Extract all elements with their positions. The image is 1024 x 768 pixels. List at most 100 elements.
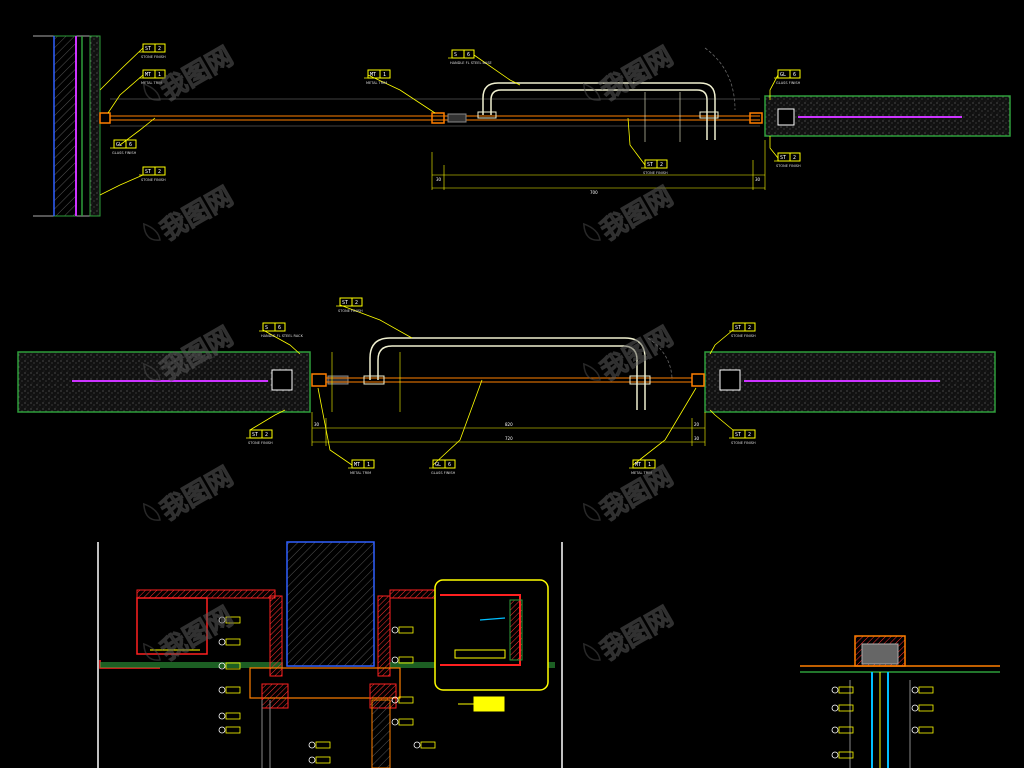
watermark: 我图网 bbox=[582, 601, 679, 667]
tag-code: GL bbox=[780, 72, 786, 78]
watermark-text: 我图网 bbox=[156, 462, 239, 527]
tag-note: METAL TRIM bbox=[631, 471, 652, 475]
dim2-right: 20 bbox=[694, 422, 700, 427]
tag-note: GLASS FINISH bbox=[112, 151, 137, 155]
tag-note: STONE FINISH bbox=[141, 178, 166, 182]
left-wall-section bbox=[33, 35, 101, 217]
small-callout-marker bbox=[831, 726, 854, 734]
tag-code: ST bbox=[735, 325, 741, 331]
dim-label-center: 700 bbox=[590, 190, 598, 195]
tag-code: GL bbox=[116, 142, 122, 148]
right-wall-2 bbox=[704, 351, 996, 413]
tag-number: 2 bbox=[158, 46, 161, 52]
small-callout-marker bbox=[911, 726, 934, 734]
small-callout-marker bbox=[911, 686, 934, 694]
small-callout-marker bbox=[911, 704, 934, 712]
dim2-total: 720 bbox=[505, 436, 513, 441]
tag-number: 6 bbox=[278, 325, 281, 331]
tag-note: STONE FINISH bbox=[141, 55, 166, 59]
watermark-layer: 我图网我图网我图网我图网我图网我图网我图网我图网我图网我图网 bbox=[142, 41, 679, 667]
watermark: 我图网 bbox=[582, 461, 679, 527]
small-callout-marker bbox=[391, 718, 414, 726]
door-glass-panel bbox=[99, 98, 763, 127]
tag-code: S bbox=[265, 325, 268, 331]
tag-note: METAL TRIM bbox=[366, 81, 387, 85]
tag-number: 6 bbox=[129, 142, 132, 148]
leader-lines-2 bbox=[249, 304, 734, 466]
dim2-right-b: 30 bbox=[694, 436, 700, 441]
door-glass-panel-2 bbox=[311, 373, 705, 387]
small-callout-tags bbox=[218, 616, 934, 764]
small-callout-marker bbox=[391, 656, 414, 664]
section-detail-3 bbox=[97, 541, 563, 768]
tag-number: 6 bbox=[793, 72, 796, 78]
small-callout-marker bbox=[218, 662, 241, 670]
dim-label-right: 30 bbox=[755, 177, 761, 182]
dimension-lines-2 bbox=[311, 352, 706, 446]
tag-note: GLASS FINISH bbox=[431, 471, 456, 475]
tag-code: ST bbox=[145, 169, 151, 175]
leaf-logo-icon bbox=[142, 362, 161, 381]
tag-note: GLASS FINISH bbox=[776, 81, 801, 85]
small-callout-marker bbox=[831, 751, 854, 759]
plan-detail-2: 30 820 20 720 30 bbox=[17, 304, 996, 466]
tag-number: 2 bbox=[355, 300, 358, 306]
pull-handle bbox=[477, 47, 736, 142]
tag-code: ST bbox=[342, 300, 348, 306]
tag-note: METAL TRIM bbox=[141, 81, 162, 85]
tag-note: STONE FINISH bbox=[776, 164, 801, 168]
small-callout-marker bbox=[218, 712, 241, 720]
tag-note: HANDLE FL STEEL BASE bbox=[450, 61, 492, 65]
tag-code: S bbox=[454, 52, 457, 58]
dim2-left: 30 bbox=[314, 422, 320, 427]
small-callout-marker bbox=[218, 686, 241, 694]
leaf-logo-icon bbox=[142, 82, 161, 101]
dimension-line-1 bbox=[431, 140, 766, 190]
tag-code: ST bbox=[647, 162, 653, 168]
tag-number: 2 bbox=[748, 325, 751, 331]
tag-code: ST bbox=[780, 155, 786, 161]
tag-number: 2 bbox=[660, 162, 663, 168]
watermark-text: 我图网 bbox=[596, 602, 679, 667]
tag-number: 6 bbox=[467, 52, 470, 58]
tag-code: GL bbox=[435, 462, 441, 468]
small-callout-marker bbox=[218, 726, 241, 734]
watermark: 我图网 bbox=[142, 461, 239, 527]
tag-note: STONE FINISH bbox=[731, 334, 756, 338]
tag-code: ST bbox=[145, 46, 151, 52]
tag-code: MT bbox=[635, 462, 641, 468]
tag-number: 6 bbox=[448, 462, 451, 468]
tag-code: ST bbox=[735, 432, 741, 438]
tag-code: MT bbox=[145, 72, 151, 78]
tag-note: STONE FINISH bbox=[643, 171, 668, 175]
leaf-logo-icon bbox=[142, 502, 161, 521]
tag-note: STONE FINISH bbox=[731, 441, 756, 445]
leaf-logo-icon bbox=[582, 222, 601, 241]
small-callout-marker bbox=[218, 616, 241, 624]
left-wall-2 bbox=[17, 351, 311, 413]
leaf-logo-icon bbox=[582, 82, 601, 101]
tag-number: 1 bbox=[648, 462, 651, 468]
section-detail-4 bbox=[800, 635, 1000, 768]
right-wall-section bbox=[764, 95, 1011, 137]
tag-note: HANDLE FL STEEL RACK bbox=[261, 334, 304, 338]
small-callout-marker bbox=[308, 741, 331, 749]
small-callout-marker bbox=[308, 756, 331, 764]
small-callout-marker bbox=[413, 741, 436, 749]
